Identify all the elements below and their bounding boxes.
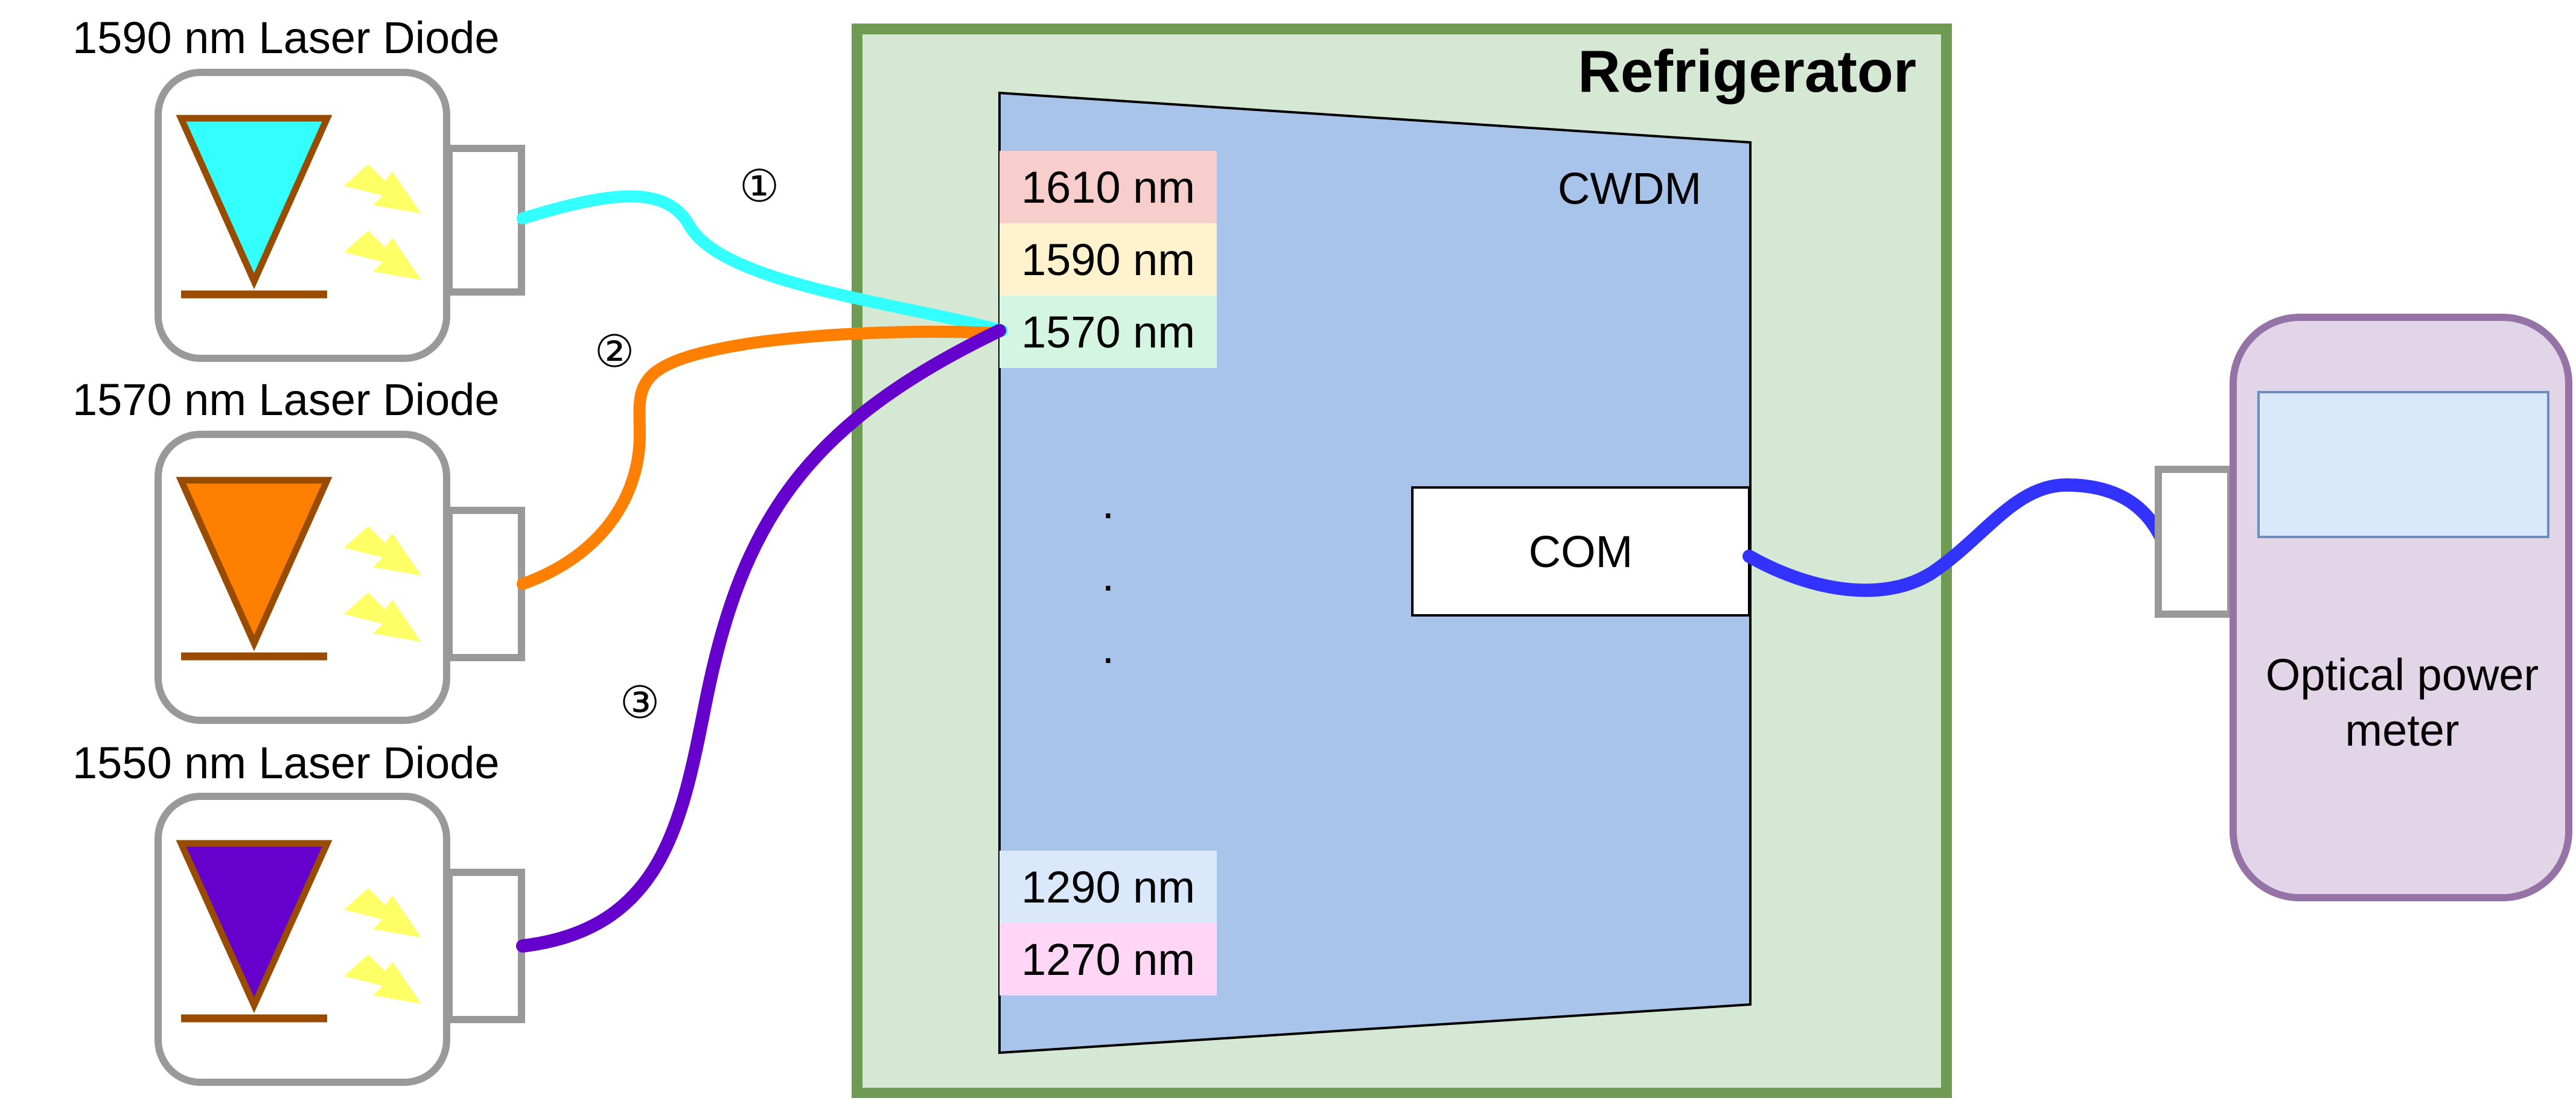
- cwdm-port-1270[interactable]: 1270 nm: [999, 923, 1217, 995]
- meter-label-line1: Optical power: [2266, 650, 2539, 700]
- ellipsis-dot: ·: [1101, 560, 1116, 610]
- fiber-1570[interactable]: [517, 325, 996, 590]
- laser-housing: [155, 793, 450, 1086]
- com-label: COM: [1529, 527, 1633, 577]
- port-label: 1570 nm: [1021, 307, 1195, 357]
- laser-label: 1550 nm Laser Diode: [72, 738, 500, 788]
- marker-3: ③: [620, 677, 660, 729]
- port-label: 1590 nm: [1021, 235, 1195, 285]
- cwdm-port-1570[interactable]: 1570 nm: [999, 296, 1217, 368]
- diode-triangle-icon: [176, 840, 333, 1014]
- emission-arrows-icon: [344, 526, 421, 642]
- laser-diode-1590: 1590 nm Laser Diode: [72, 13, 525, 362]
- port-label: 1290 nm: [1021, 862, 1195, 912]
- diode-triangle-icon: [176, 115, 333, 290]
- cwdm-port-1590[interactable]: 1590 nm: [999, 223, 1217, 296]
- optical-power-meter: Optical power meter: [2155, 314, 2572, 901]
- cwdm-title: CWDM: [1558, 163, 1701, 214]
- meter-label-line2: meter: [2345, 705, 2459, 755]
- cwdm-port-1610[interactable]: 1610 nm: [999, 151, 1217, 223]
- ellipsis-dot: ·: [1101, 487, 1116, 538]
- laser-connector: [445, 869, 525, 1023]
- emission-arrows-icon: [344, 164, 421, 280]
- marker-1: ①: [739, 160, 779, 212]
- port-label: 1610 nm: [1021, 162, 1195, 212]
- laser-label: 1590 nm Laser Diode: [72, 13, 500, 63]
- fiber-1590[interactable]: [517, 190, 1008, 337]
- port-label: 1270 nm: [1021, 934, 1195, 985]
- port-swatch: [999, 223, 1217, 296]
- laser-connector: [445, 507, 525, 661]
- laser-connector: [445, 145, 525, 296]
- laser-diode-1550: 1550 nm Laser Diode: [72, 738, 525, 1086]
- meter-screen: [2257, 391, 2549, 538]
- meter-connector: [2155, 466, 2234, 618]
- marker-2: ②: [595, 326, 634, 378]
- port-swatch: [999, 851, 1217, 923]
- ellipsis-dot: ·: [1101, 632, 1116, 682]
- laser-diode-1570: 1570 nm Laser Diode: [72, 375, 525, 724]
- emission-arrows-icon: [344, 888, 421, 1004]
- fiber-1550[interactable]: [516, 324, 1006, 953]
- refrigerator-title: Refrigerator: [1578, 38, 1916, 104]
- laser-label: 1570 nm Laser Diode: [72, 375, 500, 425]
- diode-triangle-icon: [176, 477, 333, 652]
- port-swatch: [999, 151, 1217, 223]
- cwdm: CWDM 1610 nm 1590 nm 1570 nm 1290 nm 127…: [998, 91, 1752, 1055]
- com-box: [1411, 486, 1750, 617]
- port-swatch: [999, 923, 1217, 995]
- com-port[interactable]: COM: [1411, 486, 1750, 617]
- fiber-output[interactable]: [1742, 478, 2167, 597]
- cwdm-port-1290[interactable]: 1290 nm: [999, 851, 1217, 923]
- port-swatch: [999, 296, 1217, 368]
